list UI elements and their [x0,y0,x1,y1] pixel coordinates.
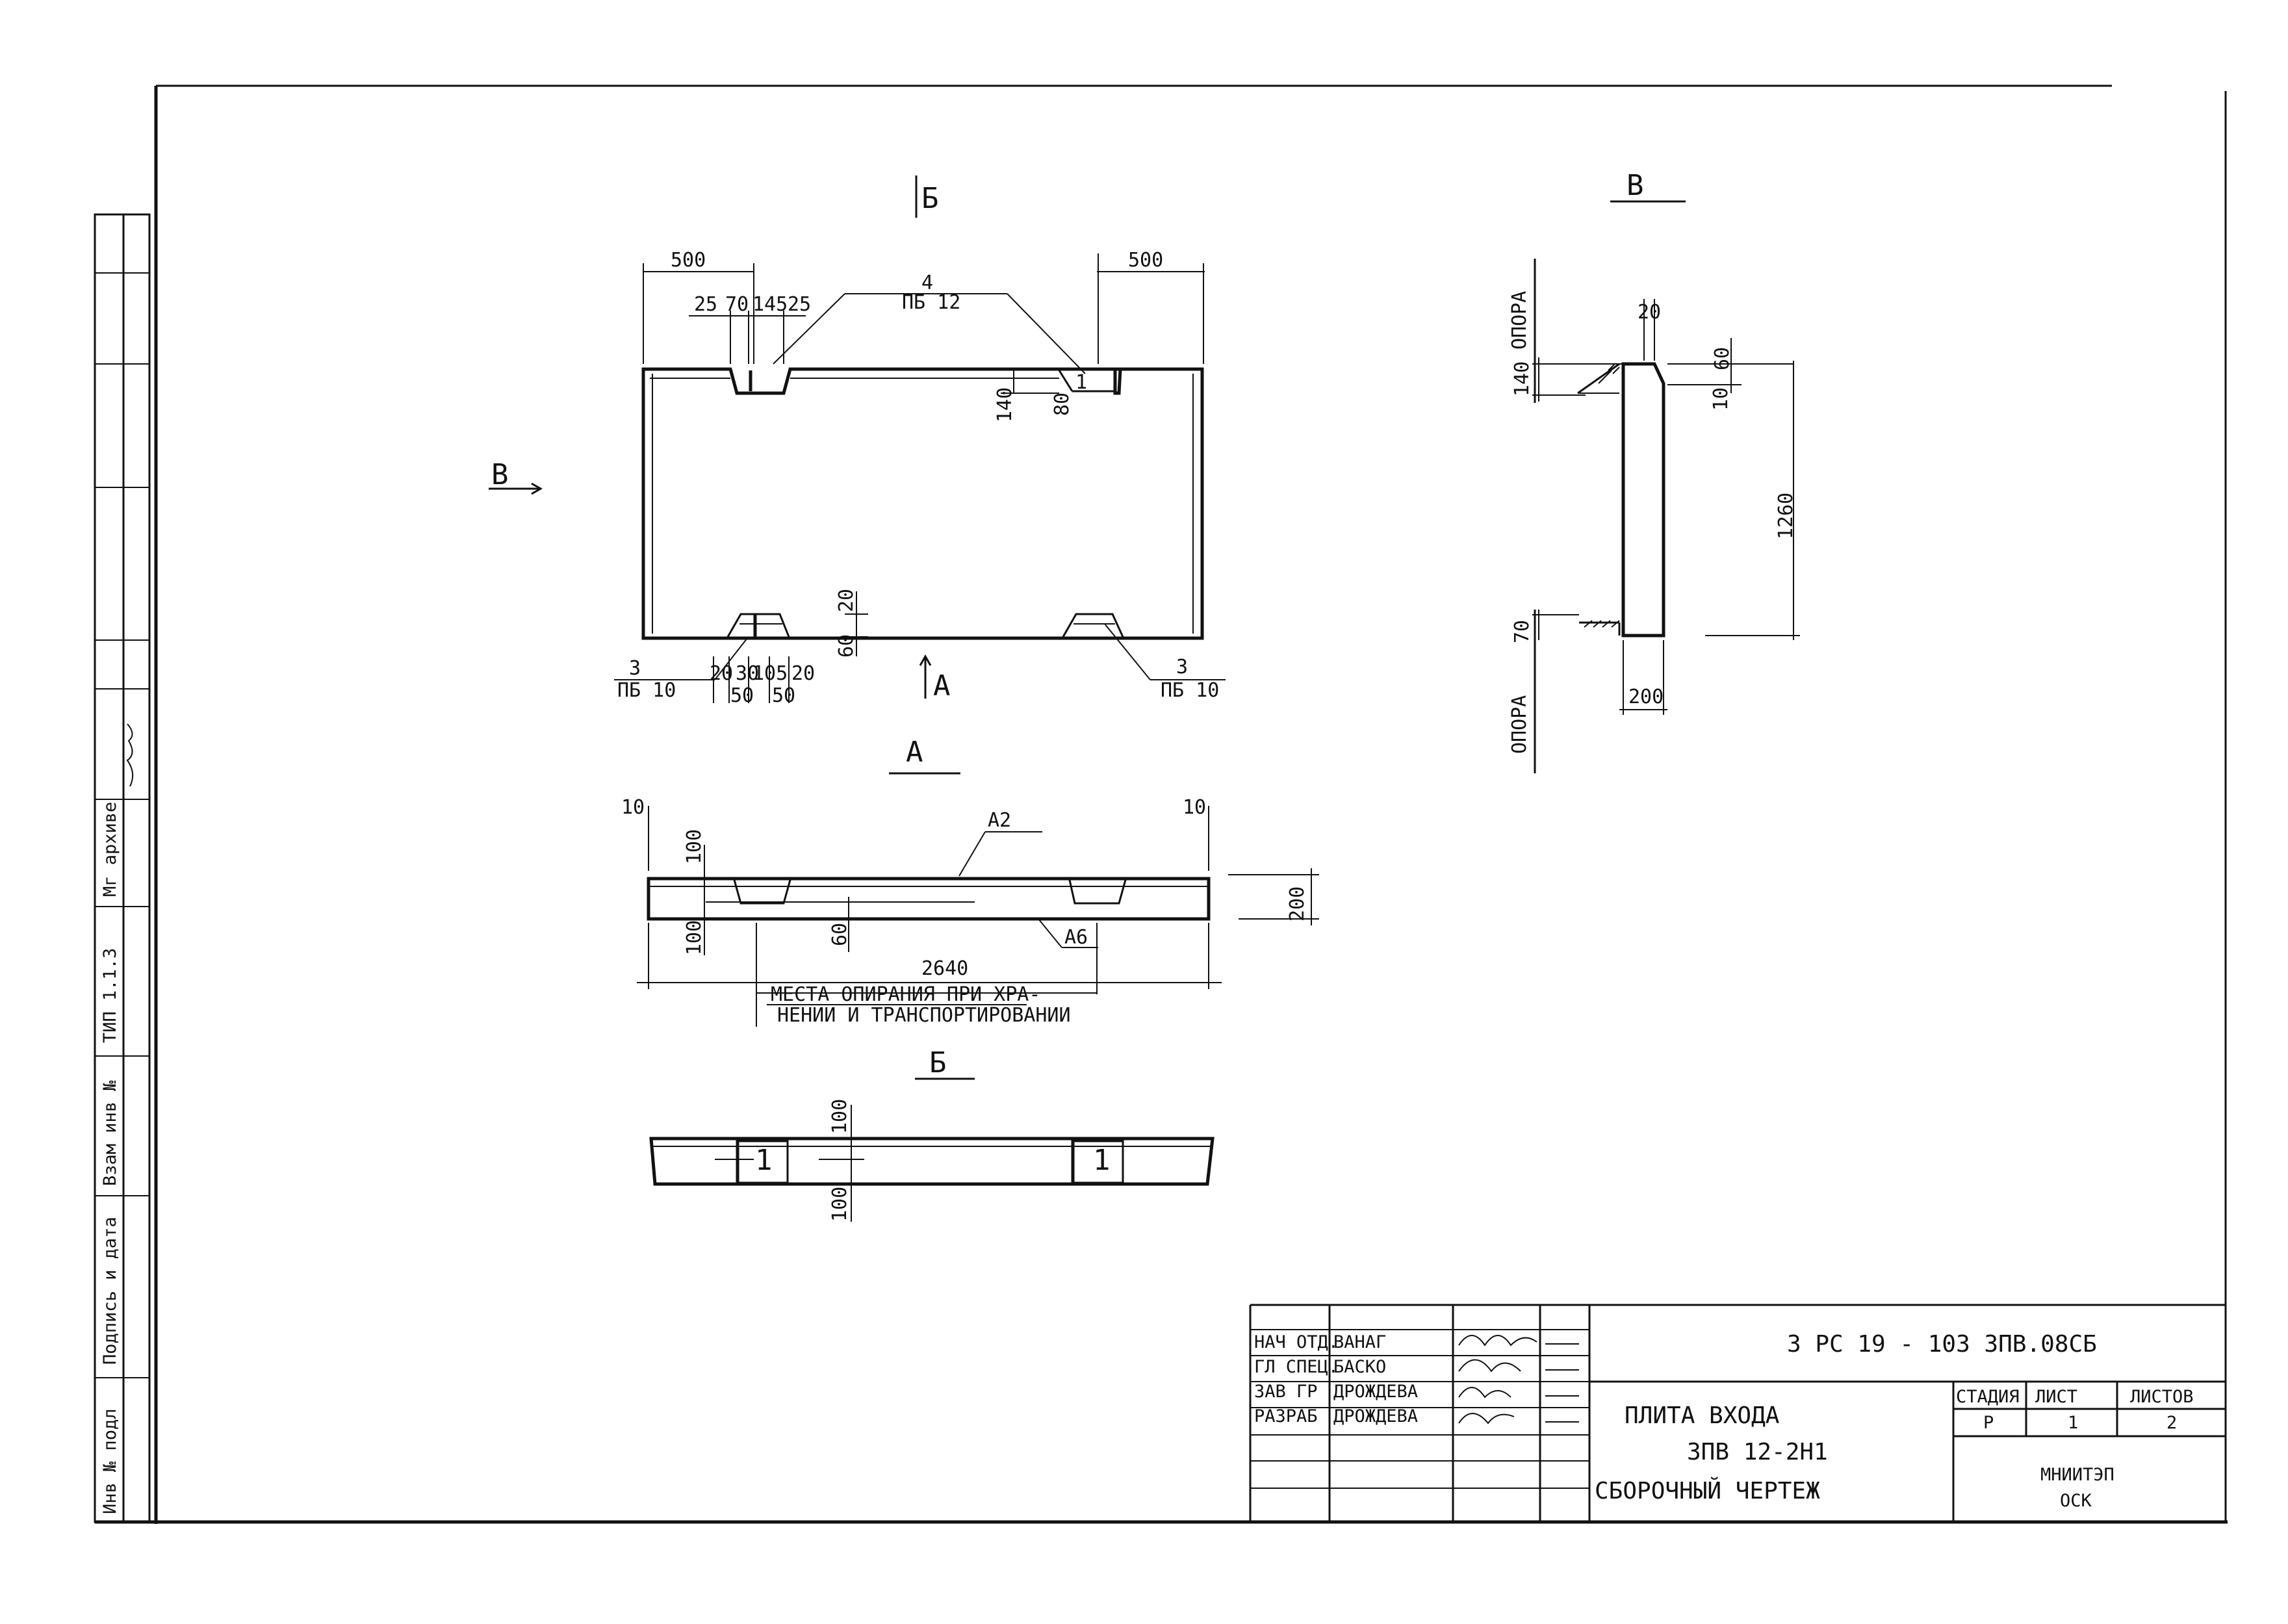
callout-top-number: 4 [921,272,933,294]
section-b-title: Б [929,1046,947,1079]
section-b-mark-left: 1 [755,1144,773,1177]
section-a-leader-bottom: А6 [1064,926,1088,949]
dim-b-30: 30 [736,662,759,685]
dim-slot-145: 145 [752,293,788,316]
strip-signature-date-label: Подпись и дата [100,1217,120,1365]
strip-type-label: ТИП 1.1.3 [100,948,120,1043]
section-a-dim-100-bottom: 100 [683,920,706,955]
front-view-mark-left: В [491,458,509,491]
callout-top-part: ПБ 12 [902,291,960,314]
section-a-length: 2640 [921,957,968,980]
section-a-dim-60: 60 [829,923,851,946]
stage-value: Р [1983,1413,1994,1433]
section-a-note-line2: НЕНИИ И ТРАНСПОРТИРОВАНИИ [777,1004,1071,1027]
section-a-leader-top: А2 [988,809,1011,832]
front-view: Б В 500 500 25 70 145 25 [489,175,1226,707]
product-code: 3ПВ 12-2Н1 [1687,1439,1828,1465]
product-name: ПЛИТА ВХОДА [1625,1402,1780,1429]
dim-slot-25a: 25 [694,293,717,316]
dim-slot-80: 80 [1051,393,1073,416]
role-head-dept: НАЧ ОТД. [1254,1332,1339,1352]
side-dim-10: 10 [1710,387,1732,411]
strip-signature-scribble [126,723,134,787]
section-a-note-line1: МЕСТА ОПИРАНИЯ ПРИ ХРА- [771,983,1040,1006]
dim-bottom-60: 60 [835,634,858,658]
name-vanag: ВАНАГ [1333,1332,1386,1352]
document-code: 3 РС 19 - 103 3ПВ.08СБ [1787,1331,2097,1358]
front-slot-mark: 1 [1075,371,1087,394]
section-b-mark-right: 1 [1093,1144,1111,1177]
name-drozhdeva-1: ДРОЖДЕВА [1333,1382,1418,1402]
section-a-dim-200: 200 [1286,886,1309,922]
section-b: Б 1 1 100 100 [649,1046,1215,1222]
side-support-bottom: ОПОРА [1508,695,1531,754]
side-view-title: В [1626,169,1644,202]
section-a: А 10 10 100 100 60 200 А2 А6 2640 МЕС [621,736,1319,1027]
section-a-title: А [906,736,923,769]
callout-right-part: ПБ 10 [1161,679,1219,702]
dim-bottom-20: 20 [835,589,858,612]
drawing-type: СБОРОЧНЫЙ ЧЕРТЕЖ [1595,1477,1820,1504]
dim-height-140: 140 [994,387,1016,422]
sheet-frame [95,84,2228,1524]
dim-b-50a: 50 [730,684,754,707]
dim-slot-70: 70 [725,293,749,316]
side-dim-200: 200 [1628,686,1664,708]
dim-left-500: 500 [671,249,706,272]
dim-slot-25b: 25 [788,293,811,316]
section-a-dim-100-top: 100 [683,829,706,864]
header-sheet: ЛИСТ [2035,1387,2077,1407]
header-stage: СТАДИЯ [1956,1387,2020,1407]
role-group-head: ЗАВ ГР [1254,1382,1318,1402]
title-block: 3 РС 19 - 103 3ПВ.08СБ НАЧ ОТД. ГЛ СПЕЦ.… [1249,1304,2226,1522]
section-b-dim-100-top: 100 [829,1099,851,1134]
signature-scribbles [1458,1335,1537,1424]
section-b-dim-100-bottom: 100 [829,1187,851,1222]
left-binding-strip: Инв № подл Подпись и дата Взам инв № ТИП… [94,213,151,1523]
sheets-value: 2 [2166,1413,2177,1433]
sheet-value: 1 [2068,1413,2078,1433]
header-sheets: ЛИСТОВ [2130,1387,2194,1407]
name-drozhdeva-2: ДРОЖДЕВА [1333,1406,1418,1426]
callout-left-part: ПБ 10 [617,679,676,702]
front-section-mark-bottom: А [933,669,951,702]
strip-replace-label: Взам инв № [100,1080,120,1186]
side-dim-60: 60 [1711,347,1734,370]
org-dept: ОСК [2060,1491,2092,1511]
callout-right-number: 3 [1176,656,1188,678]
front-section-mark-top: Б [921,182,939,215]
side-dim-20: 20 [1638,301,1661,324]
role-chief-specialist: ГЛ СПЕЦ. [1254,1357,1339,1377]
strip-inv-label: Инв № подл [100,1408,120,1514]
side-dim-140: 140 [1511,361,1534,396]
dim-b-105: 105 [752,662,788,685]
dim-b-20b: 20 [791,662,815,685]
dim-b-50b: 50 [772,684,795,707]
section-a-dim-right-10: 10 [1183,796,1206,819]
side-view: В ОПОРА ОПОРА 20 140 60 10 1260 70 [1508,169,1800,773]
dim-b-20a: 20 [710,662,733,685]
section-a-dim-left-10: 10 [621,796,645,819]
name-basko: БАСКО [1333,1357,1386,1377]
side-dim-70: 70 [1511,620,1534,643]
callout-left-number: 3 [629,657,641,680]
dim-right-500: 500 [1128,249,1163,272]
org-name: МНИИТЭП [2040,1465,2114,1485]
side-support-top: ОПОРА [1508,291,1531,350]
role-developer: РАЗРАБ [1254,1406,1318,1426]
strip-archive-label: Мг архиве [100,802,120,897]
